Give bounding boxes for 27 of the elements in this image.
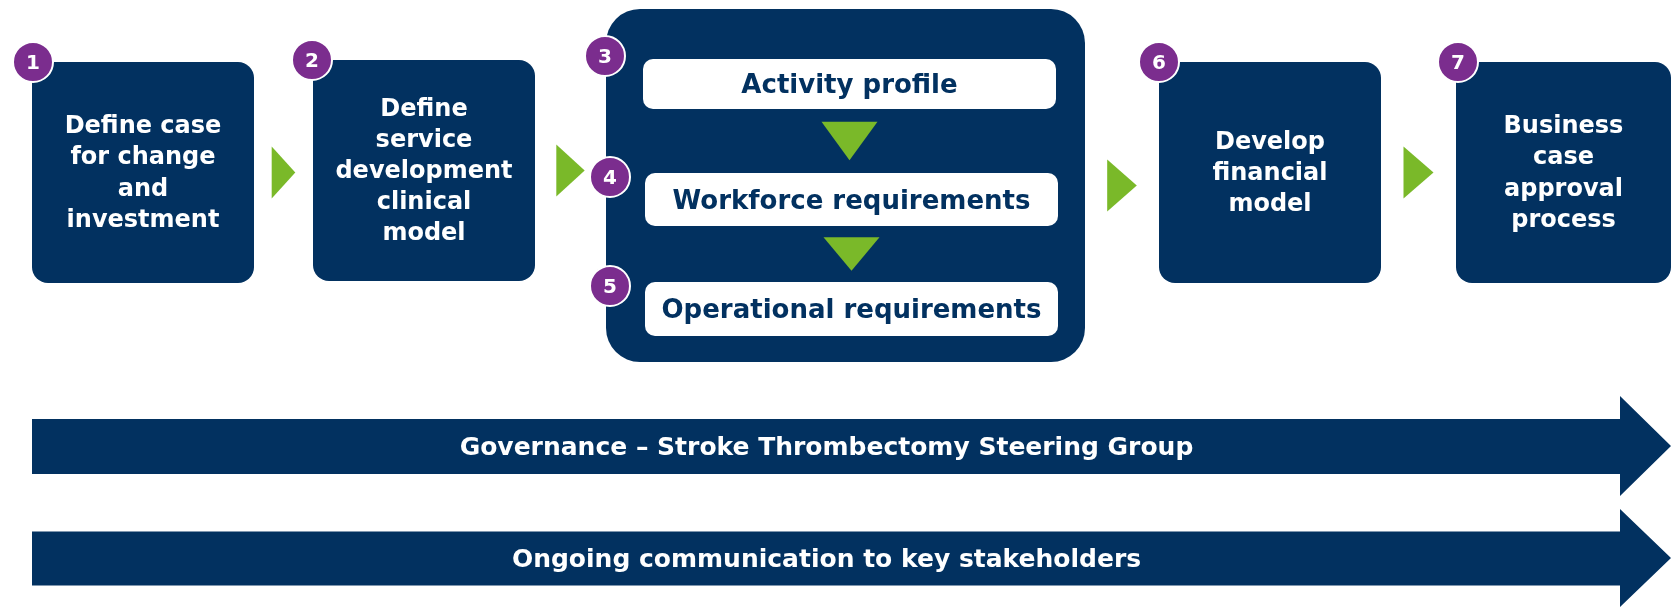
- chevron-arrow: [821, 121, 878, 161]
- chevron-arrow: [823, 237, 880, 271]
- sub-step-box: [643, 59, 1056, 109]
- chevron-arrow: [1403, 146, 1434, 199]
- step-number: 6: [1138, 41, 1180, 83]
- sub-step-box: [645, 173, 1058, 226]
- sub-step-box: [645, 282, 1058, 336]
- step-number: 5: [589, 265, 631, 307]
- banner-label: Ongoing communication to key stakeholders: [511, 543, 1143, 573]
- chevron-arrow: [271, 146, 296, 199]
- step-label: Develop financial model: [1211, 125, 1329, 220]
- sub-step-label: Workforce requirements: [672, 184, 1031, 215]
- sub-step-label: Operational requirements: [661, 294, 1042, 324]
- step-label: Define service development clinical model: [334, 92, 514, 249]
- step-label: Define case for change and investment: [63, 110, 223, 235]
- step-number: 3: [584, 35, 626, 77]
- banner-label: Governance – Stroke Thrombectomy Steering Group: [459, 431, 1195, 461]
- chevron-arrow: [556, 144, 585, 197]
- sub-step-label: Activity profile: [741, 69, 958, 99]
- step-number: 2: [291, 39, 333, 81]
- step-number: 1: [12, 41, 54, 83]
- ribbon-banner: [32, 396, 1671, 496]
- step-number: 4: [589, 156, 631, 198]
- step-label: Business case approval process: [1502, 110, 1625, 235]
- step-number: 7: [1437, 41, 1479, 83]
- ribbon-banner: [32, 509, 1671, 607]
- chevron-arrow: [1107, 159, 1137, 212]
